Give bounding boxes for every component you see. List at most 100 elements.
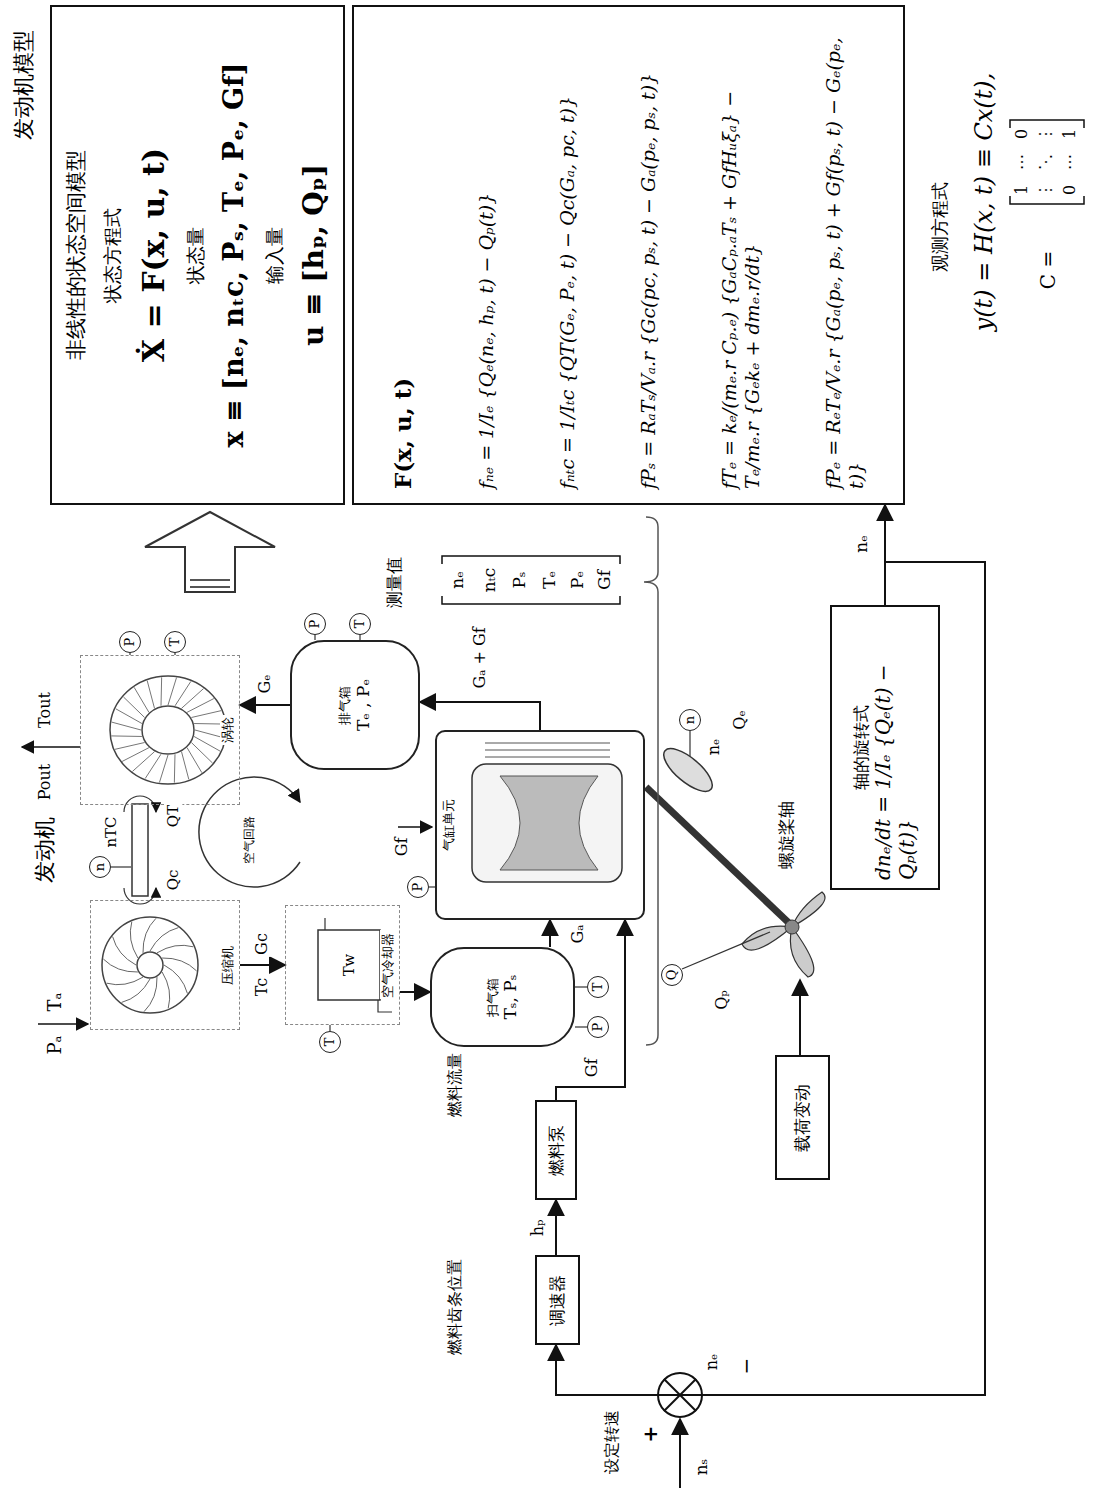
process-box: 调速器: [535, 1255, 580, 1345]
node-text: n: [92, 863, 108, 871]
turbine-wheel: [110, 676, 226, 784]
text-label: 测量值: [385, 555, 405, 610]
text-label: Tc: [253, 976, 271, 998]
text-label: ⋮: [1037, 124, 1055, 144]
sensor-leader: [682, 932, 770, 969]
node-text: 涡轮: [220, 715, 236, 745]
sensor-circle: T: [164, 631, 186, 653]
text-label: nₑ: [448, 569, 468, 591]
text-label: 螺旋桨轴: [777, 799, 797, 871]
sensor-circle: P: [304, 613, 326, 635]
measurement-brace: [644, 517, 658, 1045]
propeller-hub: [785, 920, 799, 934]
node-text: T: [167, 638, 183, 647]
node-subtext: fPₑ = RₑTₑ/Vₑ.r {Gₐ(pₑ, pₛ, t) + Gf(pₛ, …: [822, 21, 868, 489]
process-box: 燃料泵: [535, 1100, 577, 1200]
connector: [884, 505, 886, 605]
compressor-hub: [137, 952, 163, 978]
turbine-blade: [134, 687, 149, 712]
inlet-arrow: [38, 1023, 88, 1025]
heat-exchanger: [318, 930, 380, 1000]
connector: [556, 562, 985, 1395]
node-subtext: fₙₑ = 1/Iₑ {Qₑ(nₑ, hₚ, t) − Qₚ(t)}: [475, 193, 498, 489]
process-box: 轴的旋转式dnₑ/dt = 1/Iₑ {Qₑ(t) − Qₚ(t)}: [830, 605, 940, 890]
node-text: 燃料泵: [546, 1125, 566, 1176]
turbine-blade: [159, 755, 168, 782]
node-text: T: [322, 1038, 338, 1047]
impeller-blade: [113, 937, 136, 965]
sensor-circle: n: [89, 856, 111, 878]
turbine-blade: [115, 743, 145, 750]
connector: [240, 964, 285, 966]
node-subtext: dnₑ/dt = 1/Iₑ {Qₑ(t) − Qₚ(t)}: [871, 615, 919, 880]
node-text: P: [307, 620, 323, 629]
setpoint-arrow: [679, 1419, 681, 1488]
impeller-blade: [144, 977, 157, 1012]
sensor-circle: T: [319, 1031, 341, 1053]
text-label: nₑ: [852, 533, 872, 555]
text-label: Pₑ: [568, 569, 588, 591]
turbine-blade: [174, 754, 176, 783]
propeller-blade: [790, 927, 813, 977]
component-frame: 压缩机: [90, 900, 240, 1030]
piston-ring: [485, 757, 610, 758]
text-label: Gf: [595, 568, 615, 592]
node-text: P: [410, 883, 426, 892]
node-text: F(x, u, t): [389, 378, 417, 489]
compressor-wheel: [102, 917, 198, 1013]
component-frame: 涡轮: [80, 655, 240, 805]
node-text: n: [682, 716, 698, 724]
turbine-blade: [187, 699, 214, 713]
text-label: 0: [1013, 127, 1031, 141]
impeller-blade: [122, 979, 150, 1002]
text-label: 0: [1061, 183, 1079, 197]
outlet-arrow: [22, 746, 80, 748]
node-text: 扫气箱: [485, 978, 501, 1017]
edge-label: Gf: [583, 1057, 601, 1080]
node-text: 非线性的状态空间模型: [64, 150, 89, 360]
text-label: Qₚ: [713, 988, 731, 1012]
node-subtext: u ≡ [hₚ, Qₚ]: [297, 164, 331, 346]
connector: [314, 635, 315, 640]
node-text: 压缩机: [220, 944, 236, 987]
edge-label: Gc: [253, 931, 271, 957]
node-subtext: Ẋ = F(x, u, t): [136, 148, 172, 362]
process-box: F(x, u, t) fₙₑ = 1/Iₑ {Qₑ(nₑ, hₚ, t) − Qₚ…: [352, 5, 905, 505]
text-label: 设定转速: [603, 1408, 621, 1476]
text-label: Pout: [36, 762, 54, 802]
text-label: Pₐ: [45, 1033, 66, 1056]
text-label: nₑ: [705, 737, 723, 758]
node-text: 排气箱: [337, 686, 353, 725]
impeller-blade: [143, 918, 156, 953]
connector: [555, 1200, 557, 1255]
node-subtext: fPₛ = RₐTₛ/Vₐ.r {Gc(pc, pₛ, t) − Gₐ(pₑ, …: [637, 73, 660, 489]
turbine-blade: [111, 735, 142, 737]
sensor-circle: Q: [661, 964, 683, 986]
hollow-arrow-stripe: [190, 586, 230, 588]
sensor-circle: T: [349, 613, 371, 635]
matrix-bracket: [1010, 120, 1084, 204]
sensor-leader: [689, 731, 690, 756]
turbine-blade: [191, 711, 221, 718]
text-label: +: [639, 1424, 662, 1445]
connector: [400, 991, 430, 993]
text-label: Tout: [36, 690, 54, 730]
text-label: Gf: [393, 836, 411, 859]
text-label: 1: [1013, 183, 1031, 197]
edge-label: Gₐ + Gf: [471, 625, 489, 690]
connector: [549, 920, 551, 947]
node-text: 气缸单元: [441, 797, 457, 853]
text-label: 发动机: [32, 815, 57, 885]
text-label: 发动机模型: [11, 28, 36, 142]
text-label: 空气回路: [243, 814, 257, 866]
node-text: 载荷变动: [792, 1084, 812, 1152]
sensor-circle: P: [407, 876, 429, 898]
node-subtext: 输入量: [263, 227, 286, 284]
node-subtext: Tₑ , Pₑ: [353, 679, 373, 731]
node-text: P: [122, 638, 138, 647]
turbine-blade: [147, 681, 154, 709]
sensor-circle: P: [587, 1016, 609, 1038]
text-label: −: [735, 1356, 758, 1377]
text-label: ⋱: [1037, 152, 1055, 172]
